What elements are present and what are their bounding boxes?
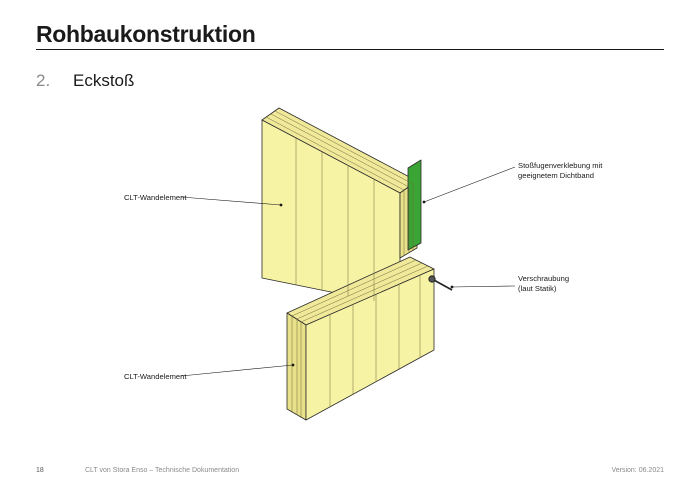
lower-wall-front-face xyxy=(305,268,435,421)
lower-wall-board-lines xyxy=(329,275,421,407)
screw-label-line1: Verschraubung xyxy=(518,274,570,283)
lower-wall-edge-face xyxy=(286,312,307,421)
lower-wall-layer-lines xyxy=(291,259,429,418)
section-title: Eckstoß xyxy=(73,71,135,90)
title-divider xyxy=(36,49,664,50)
screw-fastener xyxy=(428,275,453,291)
sealing-tape-label-line1: Stoßfugenverklebung mit xyxy=(518,161,603,170)
document-name: CLT von Stora Enso – Technische Dokument… xyxy=(85,467,240,474)
section-number: 2. xyxy=(36,71,51,90)
sealing-tape-label-line2: geeignetem Dichtband xyxy=(518,171,594,180)
page-title: Rohbaukonstruktion xyxy=(36,21,256,47)
clt-wall-element-lower-label: CLT-Wandelement xyxy=(124,372,187,381)
sealing-tape-label: Stoßfugenverklebung mit geeignetem Dicht… xyxy=(518,161,602,181)
upper-wall-board-lines xyxy=(295,138,375,301)
leader-lines xyxy=(180,166,516,377)
screw-label-line2: (laut Statik) xyxy=(518,284,557,293)
sealing-tape xyxy=(407,159,422,251)
upper-wall-layer-lines xyxy=(265,110,414,255)
screw-label: Verschraubung (laut Statik) xyxy=(518,274,569,294)
document-version: Version: 06.2021 xyxy=(611,467,664,474)
page-number: 18 xyxy=(36,467,44,474)
clt-wall-element-upper-label: CLT-Wandelement xyxy=(124,193,187,202)
